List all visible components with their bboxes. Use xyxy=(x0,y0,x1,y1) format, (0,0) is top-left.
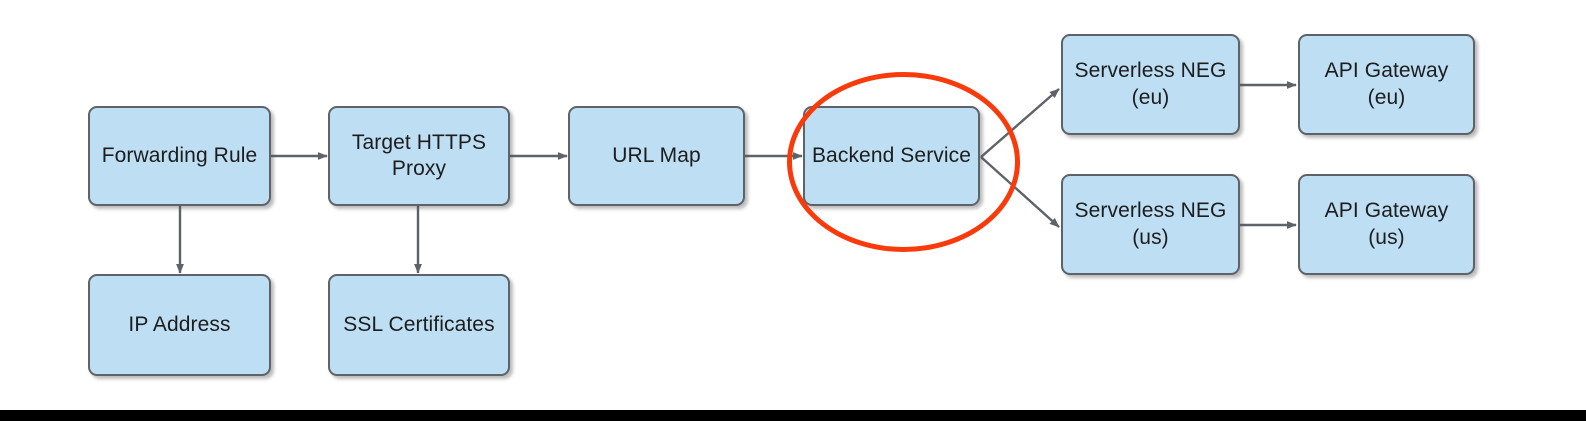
node-api-gateway-eu-label: API Gateway (eu) xyxy=(1324,59,1449,109)
bottom-border-bar xyxy=(0,410,1586,421)
node-url-map[interactable]: URL Map xyxy=(568,106,745,206)
node-ssl-certificates[interactable]: SSL Certificates xyxy=(328,274,510,376)
node-ip-address-label: IP Address xyxy=(128,312,231,336)
node-api-gateway-eu[interactable]: API Gateway (eu) xyxy=(1298,34,1475,135)
node-target-https-proxy-label: Target HTTPS Proxy xyxy=(351,130,487,180)
node-serverless-neg-eu[interactable]: Serverless NEG (eu) xyxy=(1061,34,1240,135)
node-ip-address[interactable]: IP Address xyxy=(88,274,271,376)
node-serverless-neg-us-label: Serverless NEG (us) xyxy=(1074,199,1227,249)
node-serverless-neg-us[interactable]: Serverless NEG (us) xyxy=(1061,174,1240,275)
node-url-map-label: URL Map xyxy=(612,143,701,167)
node-forwarding-rule[interactable]: Forwarding Rule xyxy=(88,106,271,206)
highlight-ellipse-backend-service xyxy=(787,72,1020,252)
node-serverless-neg-eu-label: Serverless NEG (eu) xyxy=(1074,59,1227,109)
node-api-gateway-us-label: API Gateway (us) xyxy=(1324,199,1449,249)
node-target-https-proxy[interactable]: Target HTTPS Proxy xyxy=(328,106,510,206)
node-api-gateway-us[interactable]: API Gateway (us) xyxy=(1298,174,1475,275)
node-ssl-certificates-label: SSL Certificates xyxy=(343,312,495,336)
node-forwarding-rule-label: Forwarding Rule xyxy=(101,143,258,167)
